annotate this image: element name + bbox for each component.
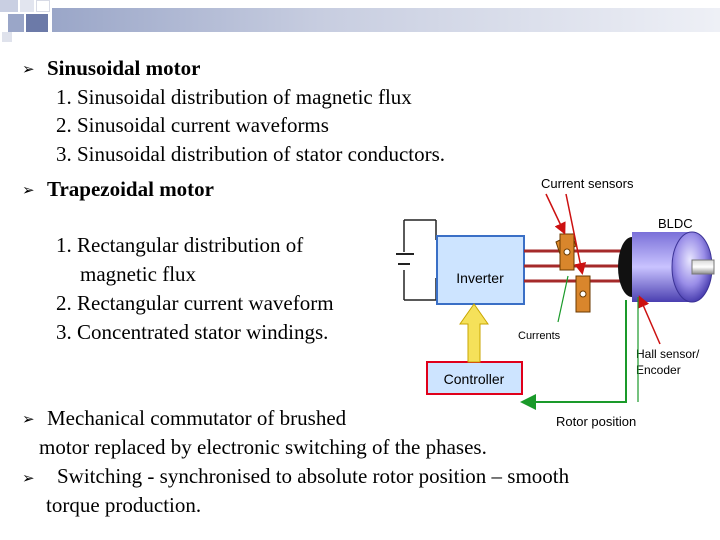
list-item: magnetic flux — [80, 262, 197, 286]
inverter-block — [436, 235, 525, 305]
encoder-label: Encoder — [636, 363, 681, 377]
list-item: 3. Concentrated stator windings. — [56, 320, 329, 344]
list-item: 3. Sinusoidal distribution of stator con… — [56, 142, 446, 166]
rotor-position-feedback — [520, 297, 639, 410]
list-item: 1. Rectangular distribution of — [56, 233, 304, 257]
bullet-text-continued: motor replaced by electronic switching o… — [39, 435, 487, 459]
arrowhead-bullet-icon: ➢ — [22, 181, 35, 199]
list-item: 1. Sinusoidal distribution of magnetic f… — [56, 85, 412, 109]
current-sensors-label: Current sensors — [541, 176, 634, 191]
hall-sensor-label: Hall sensor/ — [636, 347, 700, 361]
rotor-position-label: Rotor position — [556, 414, 636, 429]
bullet-text-continued: torque production. — [46, 493, 202, 517]
arrowhead-bullet-icon: ➢ — [22, 60, 35, 78]
current-sensor-block — [575, 275, 591, 313]
control-signal-arrow — [459, 303, 489, 363]
controller-label: Controller — [444, 371, 505, 387]
inverter-label: Inverter — [456, 270, 504, 286]
arrowhead-bullet-icon: ➢ — [22, 410, 35, 428]
bldc-label: BLDC — [658, 216, 693, 231]
dc-source — [396, 219, 437, 301]
list-item: 2. Rectangular current waveform — [56, 291, 334, 315]
bldc-drive-diagram: Inverter Current sensors Currents BLDC H… — [396, 176, 715, 429]
bullet-heading: Sinusoidal motor — [47, 56, 201, 80]
bullet-heading: Trapezoidal motor — [47, 177, 214, 201]
currents-label: Currents — [518, 330, 561, 342]
current-sensor-arrow — [545, 193, 566, 235]
hall-sensor-arrow — [638, 295, 661, 345]
title-decoration — [0, 0, 720, 42]
bullet-text: Switching - synchronised to absolute rot… — [57, 464, 570, 488]
bldc-motor — [618, 231, 715, 303]
arrowhead-bullet-icon: ➢ — [22, 469, 35, 487]
current-sensor-arrow — [565, 193, 587, 275]
currents-signal-line — [557, 275, 569, 323]
list-item: 2. Sinusoidal current waveforms — [56, 113, 329, 137]
current-sensor-block — [555, 233, 577, 271]
bullet-text: Mechanical commutator of brushed — [47, 406, 347, 430]
